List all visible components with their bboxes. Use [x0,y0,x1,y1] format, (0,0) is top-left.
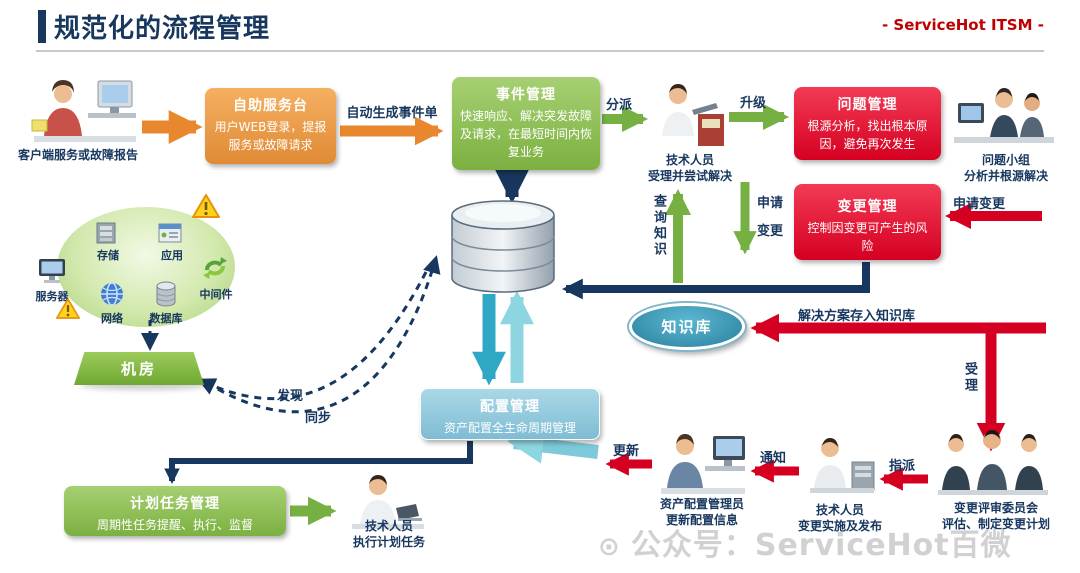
label-assign: 指派 [889,459,916,474]
label-auto-ticket: 自动生成事件单 [346,106,438,121]
caption-committee-line1: 变更评审委员会 [953,501,1038,515]
label-storage: 存储 [97,249,119,262]
dashed-discover-curve [184,255,441,414]
label-apply: 申请 [757,196,784,211]
box-incident-title: 事件管理 [496,87,556,103]
box-change-body: 控制因变更可产生的风险 [807,221,928,253]
box-task-body: 周期性任务提醒、执行、监督 [96,518,253,532]
label-server: 服务器 [35,290,69,303]
box-problem-management: 问题管理 根源分析，找出根本原因，避免再次发生 [794,87,941,160]
middleware-icon [202,256,228,284]
caption-client: 客户端服务或故障报告 [17,148,138,162]
box-service-desk: 自助服务台 用户WEB登录，提报服务或故障请求 [205,88,336,164]
box-incident-body: 快速响应、解决突发故障及请求，在最短时间内恢复业务 [460,109,593,159]
label-change: 变更 [757,224,784,239]
header-divider [36,50,1044,52]
application-icon [158,223,182,247]
label-database: 数据库 [149,312,183,325]
watermark: 公众号：ServiceHot百微 [598,520,1012,564]
label-sync: 同步 [305,411,332,426]
line-change-to-db [561,262,870,300]
box-change-management: 变更管理 控制因变更可产生的风险 [794,184,941,260]
caption-tech-task-line1: 技术人员 [364,519,413,533]
box-configuration-management: 配置管理 资产配置全生命周期管理 [420,388,600,440]
warning-icon [192,194,220,223]
label-dispatch: 分派 [606,98,633,113]
label-escalate: 升级 [740,96,767,111]
title-accent-bar [38,10,46,43]
caption-asset-admin-line1: 资产配置管理员 [659,497,744,511]
caption-technician: 技术人员 受理并尝试解决 [628,152,752,184]
caption-tech-task-line2: 执行计划任务 [352,535,425,550]
brand-text: - ServiceHot ITSM - [881,16,1044,34]
box-config-body: 资产配置全生命周期管理 [443,421,576,435]
page-title: 规范化的流程管理 [54,14,271,44]
client-user-illustration [22,76,140,150]
caption-problem-team-line2: 分析并根源解决 [963,169,1048,184]
problem-team-illustration [952,85,1057,159]
caption-technician-line2: 受理并尝试解决 [647,169,732,184]
label-store-kb: 解决方案存入知识库 [798,309,916,324]
technician-illustration [648,82,733,156]
label-application: 应用 [161,249,183,262]
arrow-into-config [507,427,599,464]
label-apply-change: 申请变更 [953,197,1006,212]
label-middleware: 中间件 [199,288,233,301]
label-discover: 发现 [277,389,304,404]
committee-illustration [932,428,1054,504]
box-service-desk-body: 用户WEB登录，提报服务或故障请求 [214,120,327,152]
label-update: 更新 [613,444,640,459]
machine-room: 机房 [74,352,204,385]
label-accept: 受理 [962,362,977,394]
database-icon [154,281,178,311]
caption-tech-task: 技术人员 执行计划任务 [330,518,448,550]
box-task-title: 计划任务管理 [130,496,220,512]
box-incident-management: 事件管理 快速响应、解决突发故障及请求，在最短时间内恢复业务 [452,77,600,170]
room-shadow [80,380,210,390]
box-task-management: 计划任务管理 周期性任务提醒、执行、监督 [64,486,286,536]
tech-task-illustration [338,474,433,540]
caption-tech-change-line1: 技术人员 [815,503,864,517]
network-icon [100,282,124,310]
line-config-to-task [164,441,473,485]
label-notify: 通知 [760,451,787,466]
box-service-desk-title: 自助服务台 [233,98,308,114]
caption-problem-team-line1: 问题小组 [981,153,1030,167]
server-icon [38,258,66,288]
storage-icon [96,222,116,248]
knowledge-base-ellipse: 知识库 [629,303,745,350]
label-query-knowledge: 查询知识 [651,194,666,258]
box-problem-title: 问题管理 [837,97,898,113]
tech-change-illustration [800,436,880,506]
box-problem-body: 根源分析，找出根本原因，避免再次发生 [807,119,928,151]
central-database-cylinder [451,200,555,293]
caption-technician-line1: 技术人员 [665,153,714,167]
box-config-title: 配置管理 [480,399,540,415]
box-change-title: 变更管理 [837,199,898,215]
warning-icon [56,298,80,324]
caption-problem-team: 问题小组 分析并根源解决 [944,152,1068,184]
label-network: 网络 [101,312,123,325]
asset-admin-illustration [655,430,747,502]
dashed-sync-curve [197,271,428,401]
